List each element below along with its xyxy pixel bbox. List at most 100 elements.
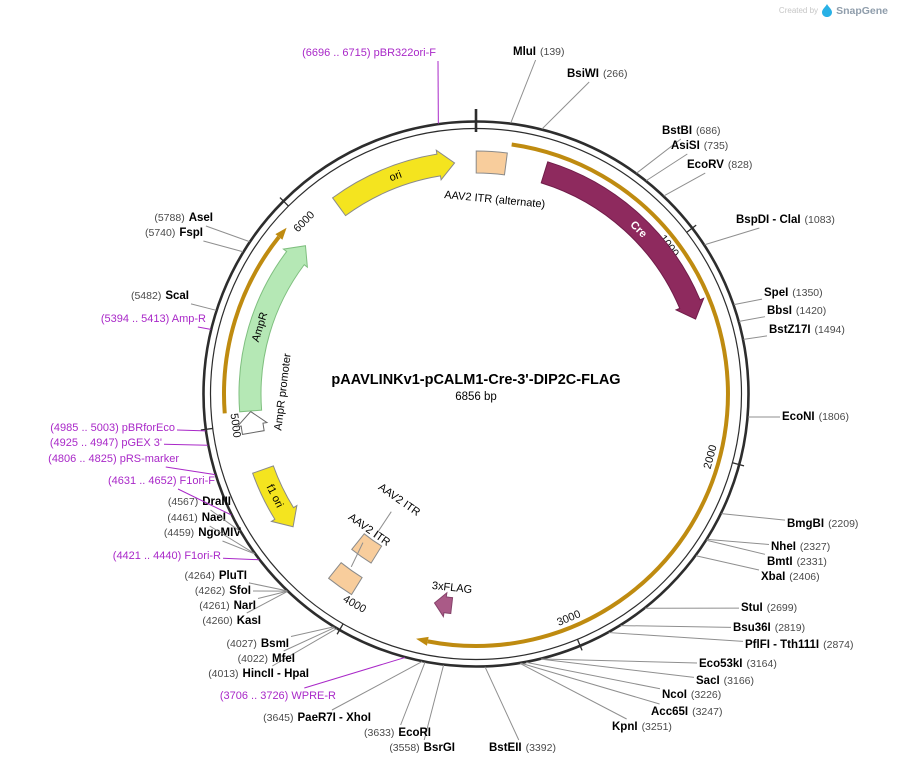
callout-line-naei: [209, 525, 255, 554]
feature-label-aav2-itr-1: AAV2 ITR: [376, 481, 422, 518]
primer-label-f1ori-r: (4421 .. 4440) F1ori-R: [113, 550, 221, 562]
site-label-naei: (4461)NaeI: [167, 512, 226, 524]
callout-line-bsmi: [290, 626, 334, 637]
site-label-asei: (5788)AseI: [154, 212, 213, 224]
site-label-mlui: MluI(139): [513, 46, 565, 58]
callout-line-ncoi: [526, 661, 661, 690]
callout-line-mlui: [510, 59, 537, 124]
callout-line-pbrforeco: [176, 429, 206, 432]
callout-line-ecorv: [663, 172, 706, 197]
site-label-draiii: (4567)DraIII: [168, 496, 231, 508]
feature-aav2-itr-alternate: [475, 150, 508, 176]
site-label-bsrgi: (3558)BsrGI: [389, 742, 455, 754]
feature-ori: [331, 149, 456, 217]
site-label-ecori: (3633)EcoRI: [364, 727, 431, 739]
callout-line-fspi: [203, 240, 244, 253]
site-label-fspi: (5740)FspI: [145, 227, 203, 239]
site-label-bstz17i: BstZ17I(1494): [769, 324, 845, 336]
primer-label-f1ori-f: (4631 .. 4652) F1ori-F: [108, 475, 215, 487]
primer-label-prs-marker: (4806 .. 4825) pRS-marker: [48, 453, 179, 465]
primer-label-pbrforeco: (4985 .. 5003) pBRforEco: [50, 422, 175, 434]
tick-label-4000: 4000: [341, 593, 368, 616]
tick-label-5000: 5000: [228, 413, 243, 439]
callout-line-f1ori-r: [223, 557, 260, 561]
tick-label-6000: 6000: [291, 209, 317, 235]
feature-f1-ori: [252, 465, 298, 528]
callout-line-mfei: [283, 627, 335, 652]
feature-callout-aav2-itr-1: [373, 511, 392, 538]
site-label-ncoi: NcoI(3226): [662, 689, 721, 701]
site-label-econi: EcoNI(1806): [782, 411, 849, 423]
tick-6000: [279, 197, 289, 207]
callout-line-asisi: [646, 153, 688, 182]
primer-label-pgex-3: (4925 .. 4947) pGEX 3': [50, 437, 162, 449]
feature-flag3x: [433, 591, 454, 619]
feature-cre: [540, 161, 705, 320]
tick-3000: [576, 639, 583, 651]
site-label-bmti: BmtI(2331): [767, 556, 827, 568]
feature-ampr-promoter: [235, 410, 269, 435]
primer-label-pbr322ori-f: (6696 .. 6715) pBR322ori-F: [302, 47, 436, 59]
feature-callout-aav2-itr-2: [350, 542, 364, 568]
callout-line-xbai: [695, 555, 760, 571]
watermark: Created by SnapGene: [779, 4, 888, 17]
site-label-bsteii: BstEII(3392): [489, 742, 556, 754]
primer-label-wpre-r: (3706 .. 3726) WPRE-R: [220, 690, 336, 702]
watermark-brand: SnapGene: [836, 4, 888, 17]
site-label-saci: SacI(3166): [696, 675, 754, 687]
callout-line-bsteii: [484, 666, 520, 741]
callout-line-kpni: [519, 662, 627, 720]
tick-2000: [732, 462, 745, 467]
callout-line-bspdi-clai: [704, 227, 760, 246]
site-label-mfei: (4022)MfeI: [238, 653, 295, 665]
site-label-stui: StuI(2699): [741, 602, 797, 614]
site-label-pflfi-tth111i: PflFI - Tth111I(2874): [745, 639, 854, 651]
snapgene-logo-icon: [822, 4, 833, 17]
callout-line-pluti: [248, 582, 287, 592]
callout-line-bstz17i: [743, 335, 768, 340]
callout-line-saci: [540, 658, 695, 678]
callout-line-eco53ki: [541, 658, 698, 664]
callout-line-ngomiv: [222, 540, 255, 555]
callout-line-pflfi-tth111i: [608, 632, 744, 642]
feature-label-ampr-promoter: AmpR promoter: [272, 352, 293, 431]
callout-line-bmti: [706, 539, 766, 555]
callout-line-bmgbi: [721, 513, 786, 521]
site-label-scai: (5482)ScaI: [131, 290, 189, 302]
feature-cassette-arc: [427, 142, 730, 648]
callout-line-bsu36i: [620, 625, 732, 628]
site-label-bmgbi: BmgBI(2209): [787, 518, 858, 530]
feature-aav2-itr-1: [351, 533, 383, 564]
site-label-acc65i: Acc65I(3247): [651, 706, 722, 718]
callout-line-kasi: [246, 590, 288, 614]
callout-line-spei: [733, 298, 763, 306]
site-label-asisi: AsiSI(735): [671, 140, 728, 152]
site-label-spei: SpeI(1350): [764, 287, 823, 299]
site-label-bsiwi: BsiWI(266): [567, 68, 627, 80]
feature-label-aav2-itr-alternate: AAV2 ITR (alternate): [444, 189, 546, 211]
callout-line-f1ori-f: [177, 488, 232, 516]
site-label-xbai: XbaI(2406): [761, 571, 820, 583]
callout-line-acc65i: [520, 662, 660, 705]
watermark-prefix: Created by: [778, 6, 819, 15]
feature-backbone-arc-2-arrowhead: [275, 227, 287, 240]
site-label-bspdi-clai: BspDI - ClaI(1083): [736, 214, 835, 226]
tick-4000: [336, 623, 344, 635]
tick-1000: [686, 224, 697, 233]
callout-line-nari: [257, 590, 288, 599]
site-label-bsmi: (4027)BsmI: [227, 638, 289, 650]
site-label-nari: (4261)NarI: [199, 600, 256, 612]
feature-ampr: [238, 245, 308, 413]
callout-line-paer7i-xhoi: [331, 661, 423, 711]
plasmid-title: pAAVLINKv1-pCALM1-Cre-3'-DIP2C-FLAG: [331, 372, 621, 388]
site-label-sfoi: (4262)SfoI: [195, 585, 251, 597]
callout-line-hincii-hpai: [272, 628, 337, 667]
plasmid-size: 6856 bp: [455, 391, 497, 403]
feature-label-ori: ori: [388, 169, 404, 184]
feature-aav2-itr-2: [327, 561, 363, 596]
site-label-bbsi: BbsI(1420): [767, 305, 826, 317]
site-label-bsu36i: Bsu36I(2819): [733, 622, 805, 634]
site-label-eco53ki: Eco53kI(3164): [699, 658, 777, 670]
site-label-ecorv: EcoRV(828): [687, 159, 752, 171]
